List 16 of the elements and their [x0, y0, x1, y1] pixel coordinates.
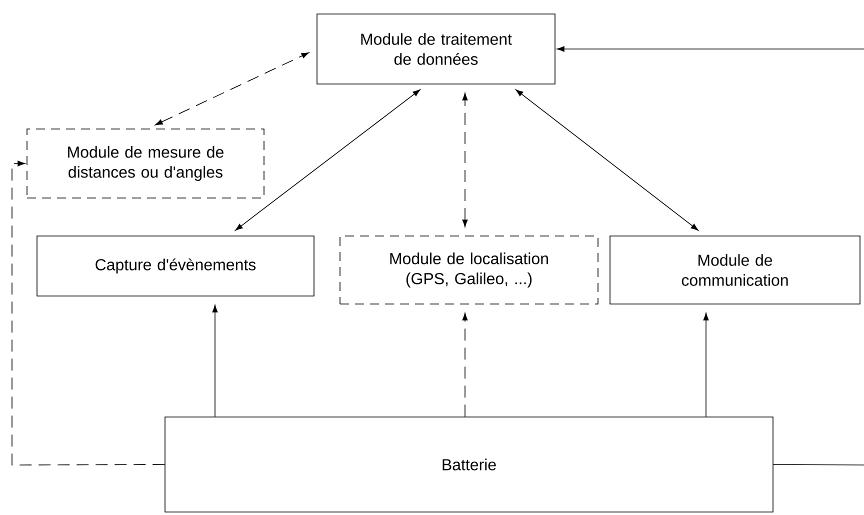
arrow	[235, 89, 420, 231]
arrow	[155, 52, 309, 126]
module-box: Module de communication	[610, 236, 860, 304]
module-box: Module de mesure de distances ou d'angles	[26, 128, 264, 198]
arrow	[12, 160, 165, 466]
process-box: Module de traitement de données	[316, 14, 556, 84]
arrow	[212, 304, 218, 417]
arrow	[516, 89, 698, 231]
connector-line	[773, 464, 864, 466]
connector-line	[556, 46, 864, 52]
arrow	[462, 92, 468, 228]
battery-box: Batterie	[164, 416, 774, 512]
arrow	[462, 312, 468, 417]
module-box: Capture d'évènements	[36, 236, 314, 296]
arrow	[703, 312, 709, 417]
module-box: Module de localisation (GPS, Galileo, ...)	[340, 236, 598, 304]
